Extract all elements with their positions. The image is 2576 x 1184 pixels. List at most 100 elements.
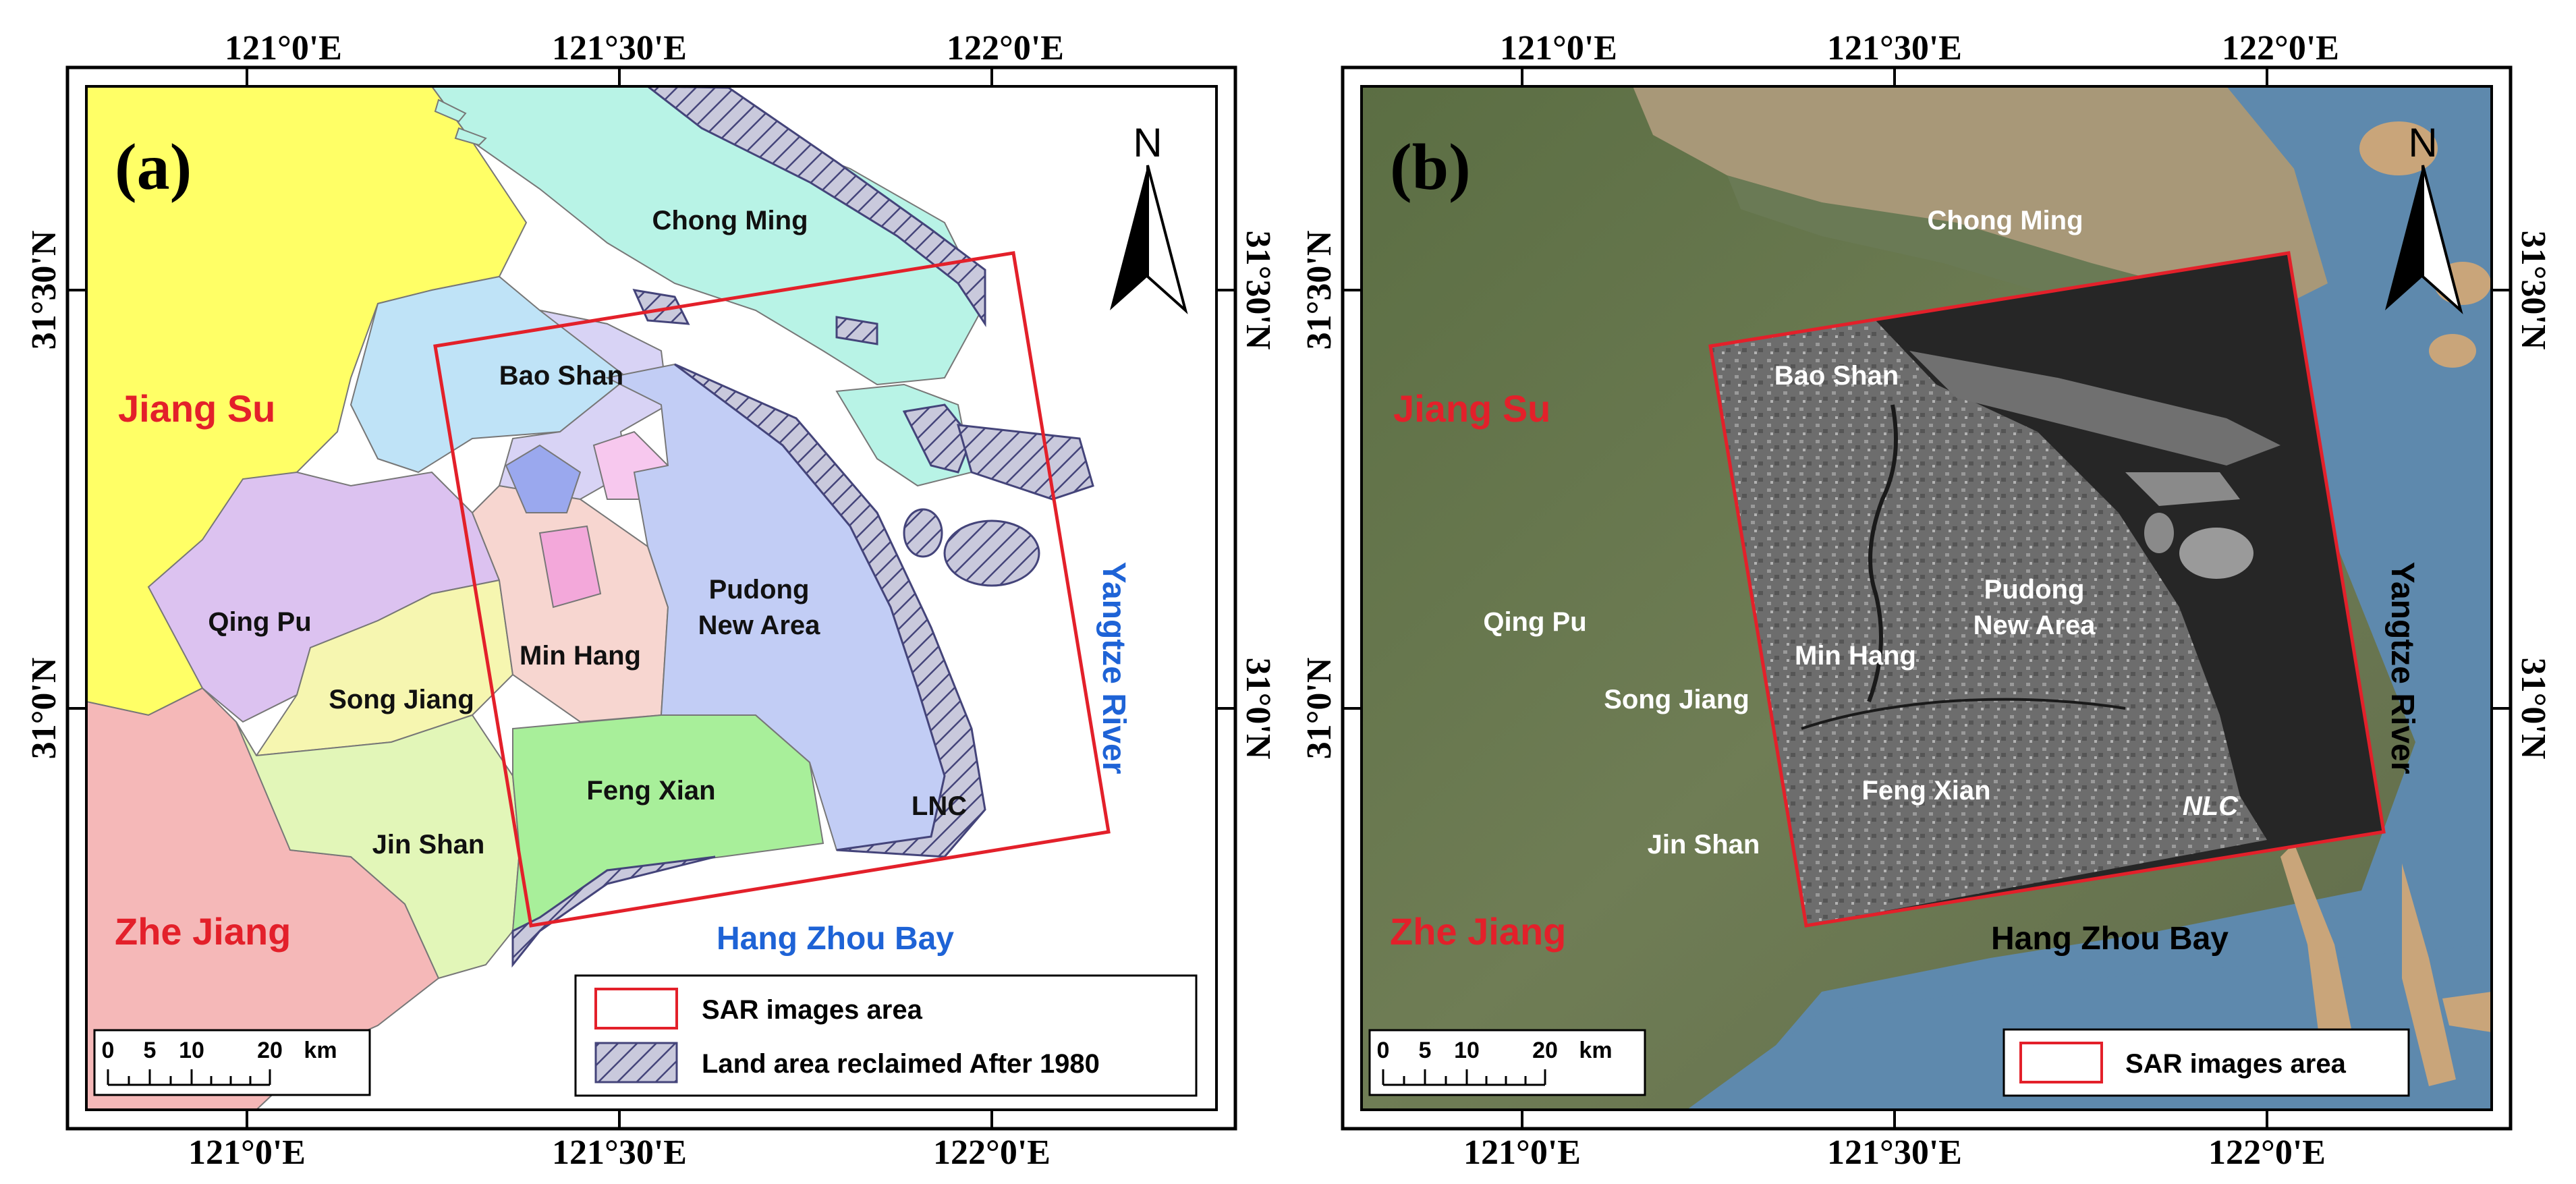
scale-b-0: 0 [1377,1038,1390,1063]
lat-tick-left-1-b: 31°30'N [1300,231,1339,350]
lon-tick-top-2-b: 121°30'E [1827,29,1962,67]
reclaimed-chongming [646,86,986,327]
shoal-3 [2429,334,2476,368]
legend-b: SAR images area [2003,1028,2410,1097]
lat-tick-left-2-b: 31°0'N [1300,658,1339,760]
canal [1801,698,2126,730]
north-label-a: N [1133,120,1162,165]
panel-b-inner-frame [1360,85,2493,1111]
reclaimed-island-2 [956,424,1094,501]
label-nlc: NLC [2183,791,2239,821]
islet-north-2 [454,127,487,146]
lon-tick-bottom-1: 121°0'E [188,1133,306,1172]
label-zhejiang: Zhe Jiang [115,910,291,953]
lat-tick-right-1-b: 31°30'N [2514,231,2552,350]
label-qingpu: Qing Pu [208,607,311,637]
reclaimed-south-coast [511,855,716,968]
sar-footprint-b [1708,251,2386,928]
lon-tick-bottom-3-b: 122°0'E [2208,1133,2326,1172]
label-pudong-1-b: Pudong [1984,575,2085,604]
label-songjiang: Song Jiang [329,685,474,714]
lon-tick-top-3: 122°0'E [947,29,1064,67]
lon-tick-bottom-3: 122°0'E [933,1133,1051,1172]
lat-tick-right-2-b: 31°0'N [2514,658,2552,760]
legend-sar-label-a: SAR images area [702,995,923,1025]
label-minhang-b: Min Hang [1795,641,1916,671]
panel-a-tag: (a) [115,131,192,204]
panel-b: 121°0'E 121°30'E 122°0'E 121°0'E 121°30'… [1300,29,2552,1172]
lon-tick-top-2: 121°30'E [552,29,687,67]
label-chongming-b: Chong Ming [1927,206,2083,235]
lon-tick-top-1: 121°0'E [225,29,342,67]
shoal-5 [2402,864,2456,1086]
panel-a-inner-frame [85,85,1218,1111]
panel-b-tick-marks [1343,67,2511,1129]
panel-b-outer-frame [1341,65,2513,1131]
north-arrow-b: N [2385,120,2463,314]
label-baoshan-b: Bao Shan [1774,361,1899,391]
legend-reclaimed-swatch [594,1042,678,1083]
legend-sar-label-b: SAR images area [2125,1049,2347,1079]
legend-a: SAR images area Land area reclaimed Afte… [574,974,1198,1097]
panel-b-map [1362,86,2492,1110]
label-baoshan: Bao Shan [499,361,623,391]
reclaimed-island-4 [903,508,943,558]
label-hangzhou-bay-b: Hang Zhou Bay [1991,921,2229,957]
legend-sar-swatch-a [594,988,678,1030]
legend-sar-swatch-b [2019,1042,2103,1083]
shoal-6 [2442,992,2492,1032]
scale-a-0: 0 [102,1038,115,1063]
reclaimed-islet-1 [632,289,690,325]
yangtze-estuary-water [1633,86,2328,317]
north-arrow-a: N [1110,120,1188,314]
scale-b-5: 5 [1419,1038,1432,1063]
label-zhejiang-b: Zhe Jiang [1390,910,1566,953]
scale-a-10: 10 [179,1038,204,1063]
panel-a-tick-marks [67,67,1235,1129]
shoal-4 [2280,843,2355,1052]
panel-a: 121°0'E 121°30'E 122°0'E 121°0'E 121°30'… [25,29,1277,1172]
label-jiangsu: Jiang Su [118,387,275,430]
sar-changxing-island [1909,351,2280,466]
lon-tick-top-1-b: 121°0'E [1500,29,1617,67]
urban-district-1 [505,444,582,513]
label-pudong-2: New Area [698,611,821,640]
label-pudong-2-b: New Area [1973,611,2096,640]
sar-islet-1 [2125,472,2240,506]
label-minhang: Min Hang [520,641,641,671]
reclaimed-islet-2 [835,316,878,345]
lat-tick-left-1: 31°30'N [25,231,63,350]
label-lnc: LNC [912,791,967,821]
shoal-1 [2359,121,2438,175]
legend-reclaimed-label: Land area reclaimed After 1980 [702,1049,1100,1079]
sar-image-land [1710,320,2267,926]
scale-bar-a: 0 5 10 20 km [93,1029,371,1096]
scale-b-unit: km [1579,1038,1612,1063]
urban-district-3 [538,525,602,609]
panel-b-tag: (b) [1390,131,1471,204]
label-songjiang-b: Song Jiang [1604,685,1749,714]
lon-tick-top-3-b: 122°0'E [2222,29,2339,67]
label-fengxian: Feng Xian [586,776,715,806]
label-jinshan: Jin Shan [372,830,485,859]
label-jiangsu-b: Jiang Su [1393,387,1550,430]
label-qingpu-b: Qing Pu [1483,607,1586,637]
lon-tick-bottom-1-b: 121°0'E [1463,1133,1581,1172]
scale-a-5: 5 [144,1038,157,1063]
north-label-b: N [2408,120,2437,165]
lat-tick-right-2: 31°0'N [1239,658,1277,760]
label-yangtze-river-b: Yangtze River [2384,562,2420,774]
scale-b-20: 20 [1532,1038,1558,1063]
reclaimed-island-1 [902,403,973,474]
label-jinshan-b: Jin Shan [1648,830,1760,859]
sar-islet-2 [2179,528,2253,579]
scale-b-10: 10 [1454,1038,1480,1063]
reclaimed-island-3 [943,519,1040,587]
scale-bar-b: 0 5 10 20 km [1368,1029,1646,1096]
sar-footprint-a [433,251,1111,928]
lat-tick-left-2: 31°0'N [25,658,63,760]
panel-a-outer-frame [65,65,1237,1131]
lon-tick-bottom-2-b: 121°30'E [1827,1133,1962,1172]
scale-a-20: 20 [257,1038,283,1063]
